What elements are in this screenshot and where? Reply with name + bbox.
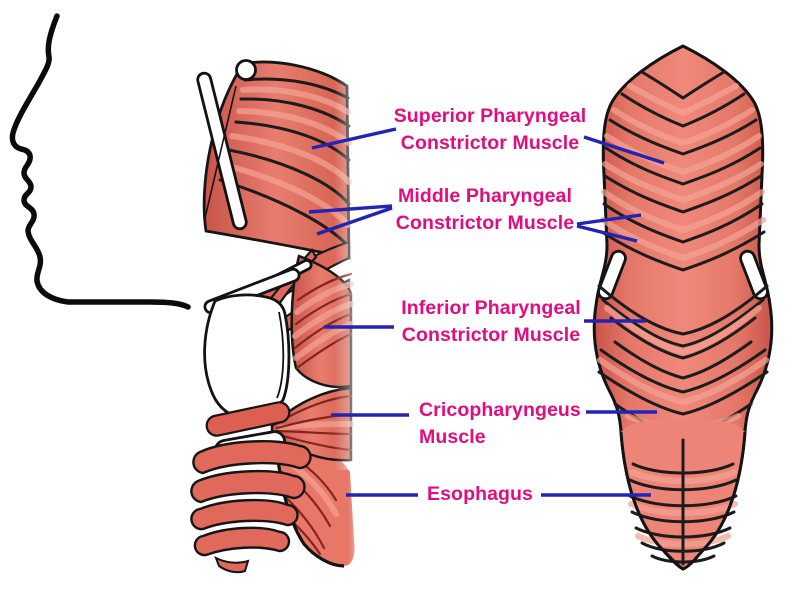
label-cricopharyngeus-muscle: Cricopharyngeus Muscle <box>419 397 589 451</box>
label-line: Constrictor Muscle <box>400 132 580 154</box>
leader-middle-left-1 <box>308 204 393 214</box>
label-line: Inferior Pharyngeal <box>401 297 581 319</box>
tracheal-rings <box>190 440 312 574</box>
label-line: Superior Pharyngeal <box>393 105 587 127</box>
leader-lines <box>308 127 665 497</box>
leader-middle-right-1 <box>576 213 642 226</box>
hyoid-greater-horns-posterior <box>597 249 769 301</box>
label-line: Esophagus <box>427 483 533 505</box>
esophagus-posterior <box>619 419 747 571</box>
label-middle-pharyngeal-constrictor: Middle Pharyngeal Constrictor Muscle <box>384 183 586 237</box>
thyroid-cartilage <box>203 293 291 420</box>
label-line: Muscle <box>419 426 486 448</box>
face-profile-outline <box>9 13 191 310</box>
label-line: Constrictor Muscle <box>401 324 581 346</box>
label-line: Constrictor Muscle <box>395 212 575 234</box>
airbrush-fade <box>334 50 374 470</box>
posterior-pharynx-view <box>592 44 774 571</box>
label-line: Cricopharyngeus <box>419 399 581 421</box>
leader-middle-left-2 <box>316 206 393 236</box>
airbrush-fade-lower <box>348 470 374 580</box>
lateral-pharynx-view <box>190 50 374 580</box>
superior-constrictor-posterior <box>600 70 766 272</box>
leader-superior-left <box>311 127 397 150</box>
label-line: Middle Pharyngeal <box>398 185 572 207</box>
leader-superior-right <box>583 135 665 165</box>
middle-constrictor-posterior <box>597 284 769 380</box>
cricothyroid-band <box>205 401 291 437</box>
inferior-constrictor-posterior <box>597 348 769 416</box>
label-esophagus: Esophagus <box>424 481 536 508</box>
label-inferior-pharyngeal-constrictor: Inferior Pharyngeal Constrictor Muscle <box>388 295 594 349</box>
pterygoid-raphe-bone <box>196 59 257 231</box>
label-superior-pharyngeal-constrictor: Superior Pharyngeal Constrictor Muscle <box>388 103 592 157</box>
leader-middle-right-2 <box>576 224 638 243</box>
